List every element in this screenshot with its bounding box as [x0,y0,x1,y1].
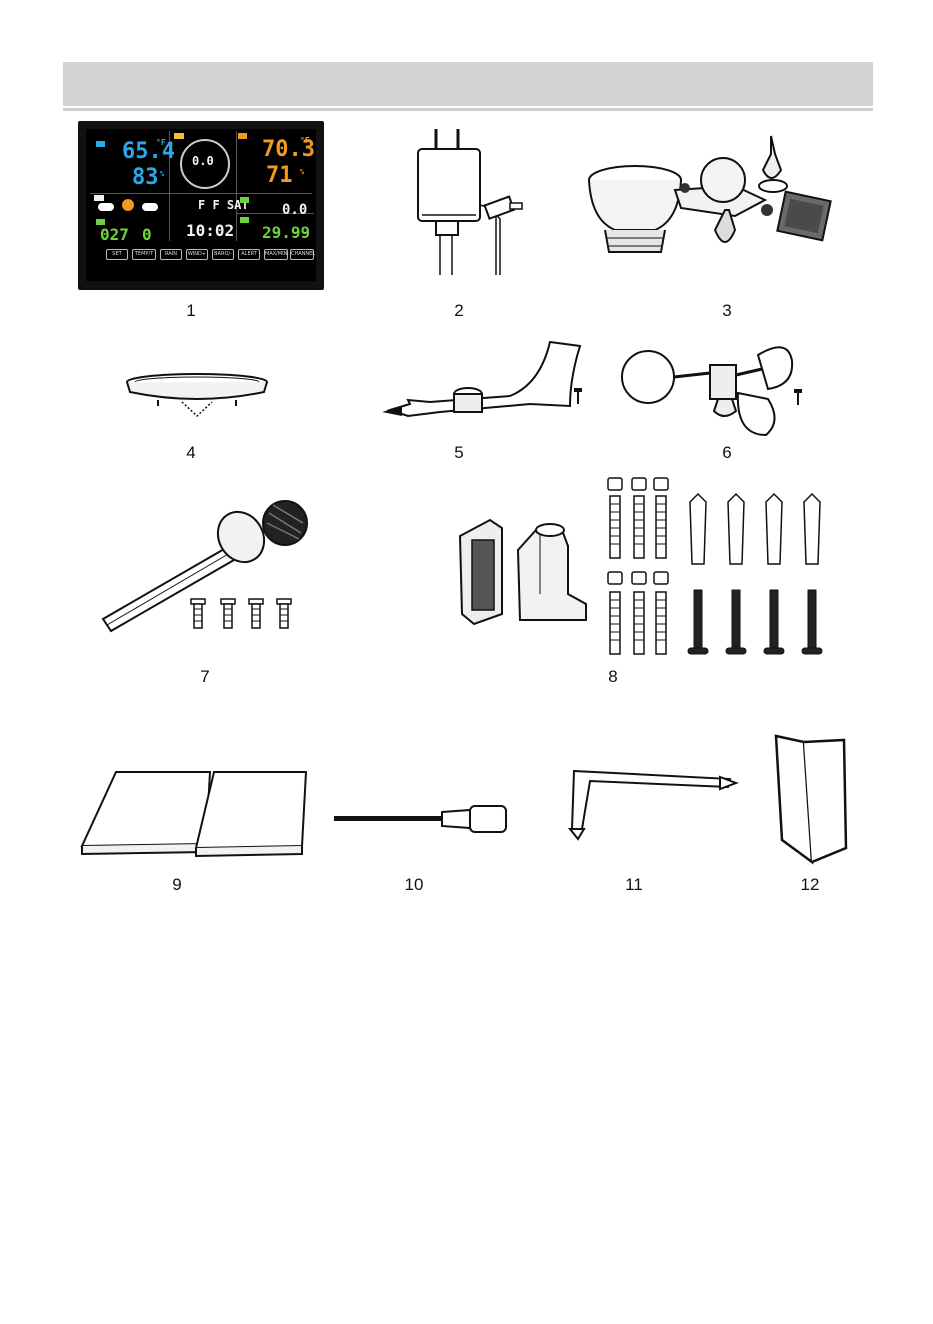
item-number-6: 6 [707,443,747,463]
l-wrench-illustration [560,765,740,845]
item-number-7: 7 [185,667,225,687]
display-screen: 65.4 °F 83 % 0.0 70.3 °F 71 % F F SAT 10… [86,129,316,281]
header-bar [63,62,873,106]
outdoor-temp-unit: °F [300,137,310,145]
ring-base-illustration [122,370,272,425]
lcd-button-channel: CHANNEL [290,249,314,260]
indoor-temp-unit: °F [156,139,166,147]
item-number-2: 2 [439,301,479,321]
indoor-humidity-readout: 83 [132,167,159,189]
manuals-illustration [78,766,310,862]
item-number-5: 5 [439,443,479,463]
outdoor-humidity-unit: % [300,169,304,176]
wind-vane-illustration [380,338,590,428]
rain-tag [240,197,249,203]
item-number-10: 10 [394,875,434,895]
anemometer-illustration [618,335,818,445]
lcd-button-rain: RAIN [160,249,182,260]
lcd-button-set: SET [106,249,128,260]
item-number-4: 4 [171,443,211,463]
cloud-icon [98,203,114,211]
outdoor-humidity-readout: 71 [266,165,293,187]
lcd-button-maxmin: MAX/MIN [264,249,288,260]
outdoor-tag [238,133,247,139]
header-rule [63,108,873,111]
wind-compass-readout: 0.0 [192,155,214,167]
item-number-1: 1 [171,301,211,321]
lcd-button-baro: BARO/- [212,249,234,260]
lcd-button-alert: ALERT [238,249,260,260]
cloud-icon [142,203,158,211]
mounting-pole-illustration [95,495,325,645]
indoor-tag [96,141,105,147]
rain-readout: 0.0 [282,203,307,217]
screwdriver-illustration [330,800,515,840]
pressure-tag [240,217,249,223]
indoor-humidity-unit: % [160,171,164,178]
item-number-12: 12 [790,875,830,895]
time-readout: 10:02 [186,223,234,239]
wind-tag [174,133,184,139]
item-number-9: 9 [157,875,197,895]
forecast-tag [94,195,104,201]
display-console: 65.4 °F 83 % 0.0 70.3 °F 71 % F F SAT 10… [78,121,324,290]
pressure-readout: 29.99 [262,225,310,241]
uv-readout: 027 [100,227,129,243]
power-adapter-illustration [400,125,540,285]
sensor-array-illustration [585,130,845,280]
item-number-3: 3 [707,301,747,321]
item-number-8: 8 [593,667,633,687]
sun-icon [122,199,134,211]
indoor-temp-readout: 65.4 [122,141,175,163]
mounting-hardware-illustration [450,474,840,664]
folded-card-illustration [772,730,852,870]
item-number-11: 11 [614,875,654,895]
uv-index-readout: 0 [142,227,152,243]
lcd-button-wind: WIND+ [186,249,208,260]
lcd-button-temp: TEMP/T [132,249,156,260]
